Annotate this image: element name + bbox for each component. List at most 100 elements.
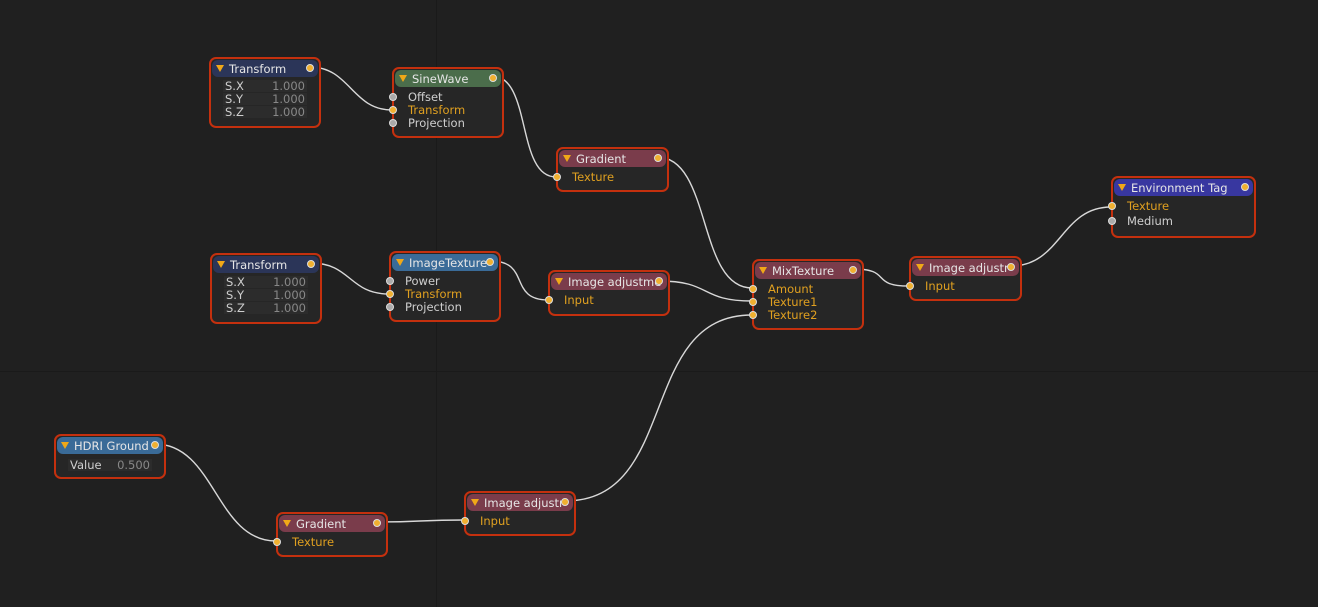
input-port[interactable] [273,538,281,546]
wire [1010,206,1112,267]
node-image-adjustment[interactable]: Image adjustr Input [906,256,1022,301]
node-title: Image adjustme [568,274,662,289]
node-gradient[interactable]: Gradient Texture [553,147,669,192]
input-label: Medium [1127,214,1173,228]
input-port[interactable] [1108,202,1116,210]
node-header[interactable]: Gradient [559,150,666,167]
collapse-icon[interactable] [1118,184,1126,191]
node-header[interactable]: SineWave [395,70,501,87]
input-label: Projection [405,300,462,314]
collapse-icon[interactable] [555,278,563,285]
collapse-icon[interactable] [283,520,291,527]
node-environment-tag[interactable]: Environment Tag Texture Medium [1108,176,1256,238]
param-value[interactable]: 1.000 [272,79,305,93]
input-port[interactable] [389,93,397,101]
output-port[interactable] [654,154,662,162]
param-value[interactable]: 1.000 [273,301,306,315]
output-port[interactable] [306,64,314,72]
collapse-icon[interactable] [399,75,407,82]
input-label: Transform [405,287,463,301]
output-port[interactable] [849,266,857,274]
input-port[interactable] [545,296,553,304]
node-header[interactable]: Image adjustr [912,259,1019,276]
param-value[interactable]: 1.000 [273,288,306,302]
input-port[interactable] [389,106,397,114]
node-gradient[interactable]: Gradient Texture [273,512,388,557]
output-port[interactable] [151,441,159,449]
wire [309,66,393,111]
input-label: Texture [572,170,615,184]
input-label: Input [925,279,955,293]
output-port[interactable] [307,260,315,268]
input-label: Input [480,514,510,528]
node-title: ImageTexture [409,255,488,270]
node-header[interactable]: Image adjustme [551,273,667,290]
node-sinewave[interactable]: SineWave Offset Transform Projection [389,67,504,138]
node-header[interactable]: Transform [213,256,319,273]
node-title: SineWave [412,71,469,86]
node-image-adjustment[interactable]: Image adjustme Input [545,270,670,316]
input-port[interactable] [749,311,757,319]
output-port[interactable] [489,74,497,82]
node-header[interactable]: HDRI Ground [57,437,163,454]
input-port[interactable] [386,277,394,285]
output-port[interactable] [486,258,494,266]
node-header[interactable]: Image adjustr [467,494,573,511]
collapse-icon[interactable] [471,499,479,506]
node-header[interactable]: Environment Tag [1114,179,1253,196]
param-value[interactable]: 1.000 [272,105,305,119]
input-port[interactable] [749,285,757,293]
input-port[interactable] [386,303,394,311]
output-port[interactable] [373,519,381,527]
node-title: MixTexture [772,263,835,278]
input-port[interactable] [1108,217,1116,225]
input-label: Power [405,274,440,288]
collapse-icon[interactable] [916,264,924,271]
input-port[interactable] [461,517,469,525]
node-header[interactable]: Transform [212,60,318,77]
input-label: Projection [408,116,465,130]
node-imagetexture[interactable]: ImageTexture Power Transform Projection [386,251,501,322]
node-title: Image adjustr [929,260,1009,275]
input-label: Texture1 [768,295,818,309]
input-label: Texture2 [768,308,818,322]
input-port[interactable] [906,282,914,290]
node-mixtexture[interactable]: MixTexture Amount Texture1 Texture2 [749,259,864,330]
input-label: Texture [292,535,335,549]
param-value[interactable]: 1.000 [273,275,306,289]
node-header[interactable]: Gradient [279,515,385,532]
input-label: Input [564,293,594,307]
node-title: Gradient [576,151,627,166]
input-port[interactable] [553,173,561,181]
node-header[interactable]: MixTexture [755,262,861,279]
param-value[interactable]: 0.500 [117,458,150,472]
collapse-icon[interactable] [396,259,404,266]
output-port[interactable] [1007,263,1015,271]
collapse-icon[interactable] [216,65,224,72]
wire [154,443,277,542]
node-image-adjustment[interactable]: Image adjustr Input [461,491,576,536]
node-title: Image adjustr [484,495,564,510]
input-port[interactable] [386,290,394,298]
output-port[interactable] [561,498,569,506]
node-header[interactable]: ImageTexture [392,254,498,271]
input-port[interactable] [749,298,757,306]
collapse-icon[interactable] [61,442,69,449]
output-port[interactable] [655,277,663,285]
collapse-icon[interactable] [563,155,571,162]
output-port[interactable] [1241,183,1249,191]
param-value[interactable]: 1.000 [272,92,305,106]
collapse-icon[interactable] [759,267,767,274]
input-port[interactable] [389,119,397,127]
collapse-icon[interactable] [217,261,225,268]
